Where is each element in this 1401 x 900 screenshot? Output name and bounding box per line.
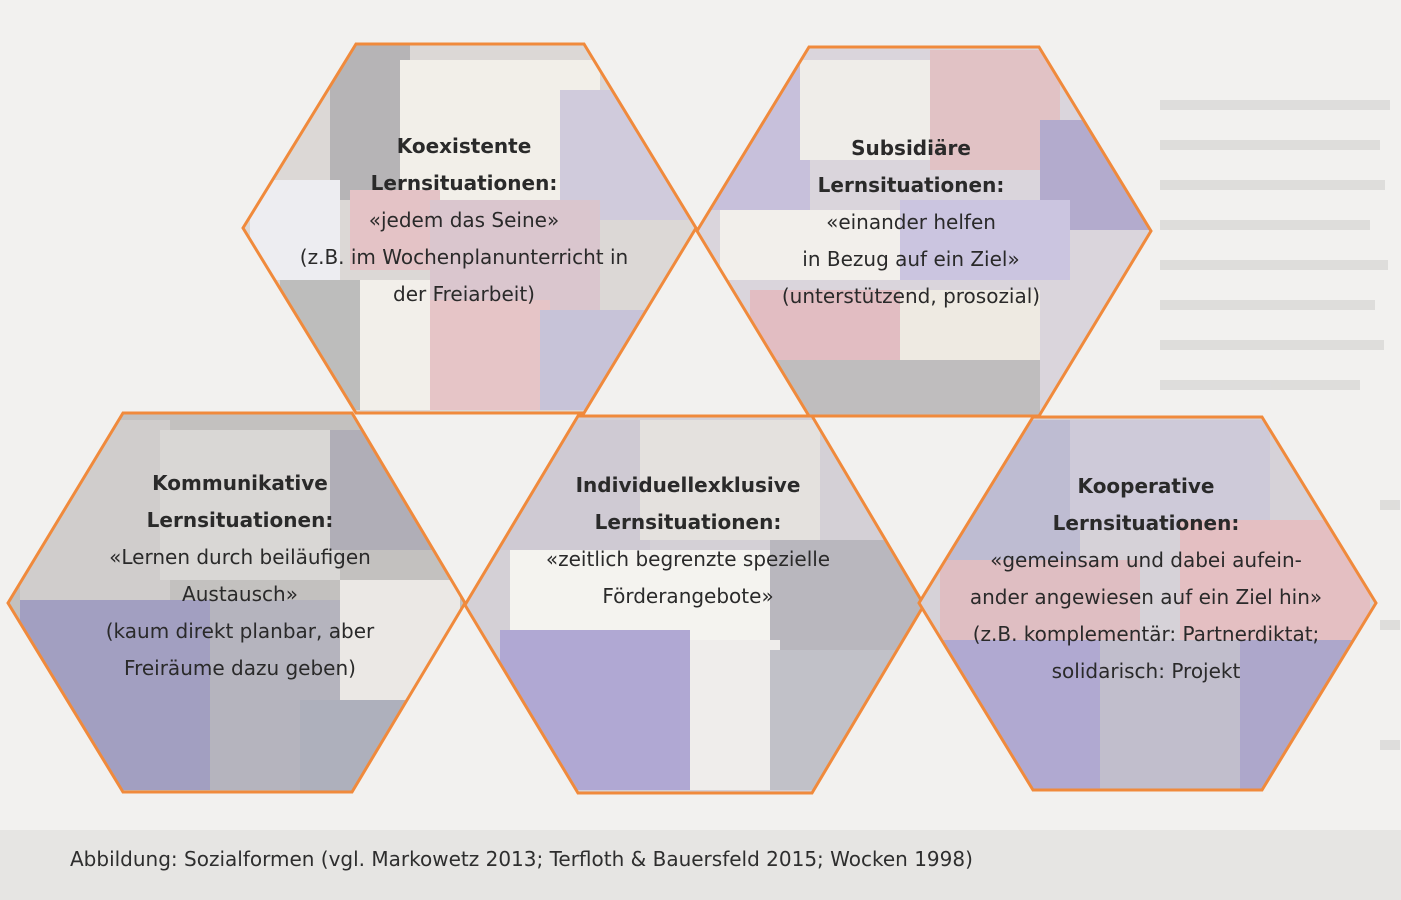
- hex-body-line: in Bezug auf ein Ziel»: [802, 247, 1020, 271]
- hex-title-line: Kooperative: [1077, 474, 1215, 498]
- hex-title-line: Lernsituationen:: [370, 171, 558, 195]
- hex-body-line: «einander helfen: [826, 210, 996, 234]
- hex-body-line: (kaum direkt planbar, aber: [105, 619, 375, 643]
- hex-title-line: Subsidiäre: [851, 136, 971, 160]
- hex-body-line: der Freiarbeit): [393, 282, 535, 306]
- hex-body-line: «Lernen durch beiläufigen: [109, 545, 371, 569]
- hex-body-line: Freiräume dazu geben): [124, 656, 356, 680]
- hex-body-line: (z.B. komplementär: Partnerdiktat;: [972, 622, 1320, 646]
- hex-label-subsidiaere: Subsidiäre Lernsituationen: «einander he…: [711, 130, 1111, 315]
- hexagon-kooperative: [917, 415, 1378, 792]
- hex-body-line: Austausch»: [182, 582, 298, 606]
- caption-bar: [0, 830, 1401, 900]
- hex-label-kommunikative: Kommunikative Lernsituationen: «Lernen d…: [40, 465, 440, 687]
- hex-body-line: «jedem das Seine»: [368, 208, 560, 232]
- hex-body-line: «gemeinsam und dabei aufein-: [990, 548, 1302, 572]
- hexagon-individuellexklusive: [463, 414, 926, 795]
- figure-caption: Abbildung: Sozialformen (vgl. Markowetz …: [70, 847, 973, 871]
- hex-label-kooperative: Kooperative Lernsituationen: «gemeinsam …: [936, 468, 1356, 690]
- hex-body-line: (z.B. im Wochenplanunterricht in: [299, 245, 629, 269]
- hex-title-line: Individuellexklusive: [575, 473, 801, 497]
- hexagon-subsidiaere: [695, 45, 1153, 418]
- hex-label-koexistente: Koexistente Lernsituationen: «jedem das …: [264, 128, 664, 313]
- hex-title-line: Lernsituationen:: [146, 508, 334, 532]
- hex-title-line: Kommunikative: [152, 471, 328, 495]
- background-page-texture: [1160, 100, 1400, 750]
- hex-body-line: solidarisch: Projekt: [1051, 659, 1241, 683]
- hex-label-individuellexklusive: Individuellexklusive Lernsituationen: «z…: [488, 467, 888, 615]
- hex-body-line: ander angewiesen auf ein Ziel hin»: [969, 585, 1323, 609]
- hex-body-line: (unterstützend, prosozial): [781, 284, 1041, 308]
- hex-title-line: Lernsituationen:: [817, 173, 1005, 197]
- hex-body-line: Förderangebote»: [602, 584, 774, 608]
- hex-body-line: «zeitlich begrenzte spezielle: [545, 547, 831, 571]
- hex-title-line: Lernsituationen:: [1052, 511, 1240, 535]
- hex-title-line: Lernsituationen:: [594, 510, 782, 534]
- hex-title-line: Koexistente: [396, 134, 532, 158]
